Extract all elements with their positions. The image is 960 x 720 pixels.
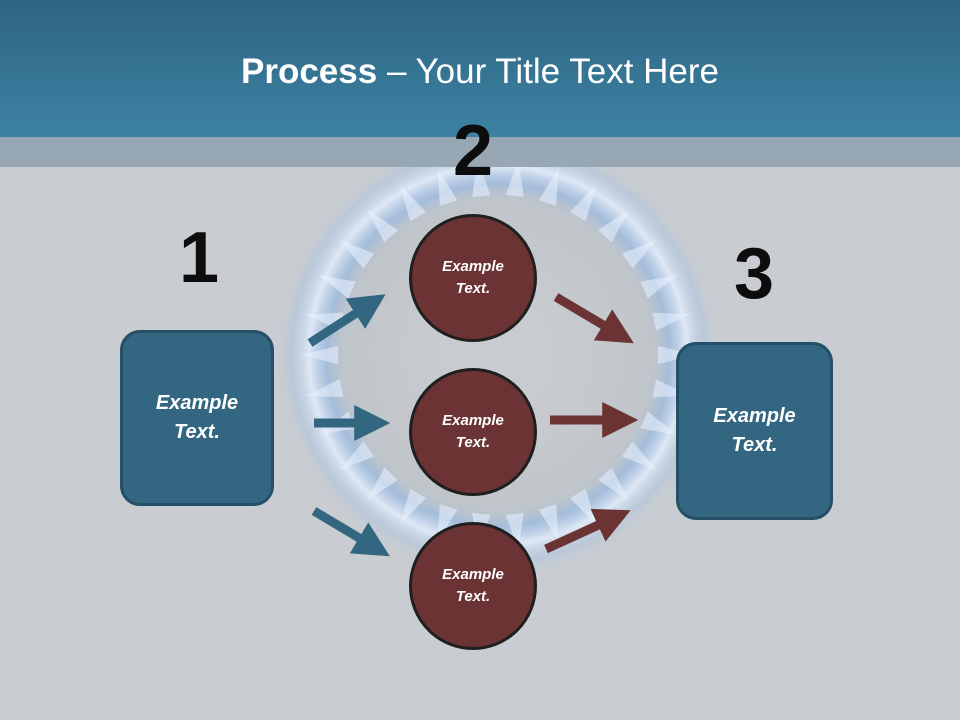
- flame-tooth: [366, 467, 398, 501]
- flame-tooth: [621, 441, 657, 471]
- circle-top-label: Example Text.: [442, 257, 504, 298]
- title-bar: [0, 0, 960, 137]
- flame-tooth: [505, 512, 524, 550]
- step-number-3: 3: [733, 234, 775, 314]
- flame-tooth: [538, 504, 559, 542]
- flame-tooth: [569, 488, 596, 525]
- title-bar-strip: [0, 137, 960, 167]
- title-bold: Process: [241, 52, 378, 91]
- step-number-1: 1: [178, 218, 220, 298]
- left-step-box[interactable]: Example Text.: [120, 330, 274, 506]
- flame-tooth: [400, 488, 427, 525]
- page-title: Process – Your Title Text Here: [0, 52, 960, 92]
- flame-tooth: [400, 185, 427, 222]
- flame-tooth: [306, 379, 344, 398]
- circle-bottom[interactable]: Example Text.: [409, 522, 537, 650]
- left-step-label: Example Text.: [155, 392, 239, 443]
- flame-tooth: [652, 312, 690, 331]
- flame-tooth: [598, 209, 630, 243]
- title-rest: – Your Title Text Here: [377, 52, 719, 91]
- flame-tooth: [302, 345, 339, 365]
- step-number-2: 2: [452, 111, 494, 191]
- flame-tooth: [472, 160, 491, 198]
- flame-tooth: [569, 185, 596, 222]
- right-step-box[interactable]: Example Text.: [676, 342, 833, 520]
- flame-tooth: [621, 239, 657, 269]
- flame-tooth: [598, 467, 630, 501]
- right-step-label: Example Text.: [713, 405, 796, 456]
- flame-tooth: [505, 160, 524, 198]
- flame-tooth: [437, 168, 458, 206]
- arrow-left-to-bottom: [311, 507, 390, 557]
- flame-tooth: [640, 411, 678, 435]
- arrow-left-to-top: [307, 294, 386, 347]
- flame-tooth: [366, 209, 398, 243]
- flame-tooth: [339, 441, 375, 471]
- flame-tooth: [657, 345, 694, 365]
- flame-tooth: [640, 275, 678, 299]
- arrow-top-to-right: [553, 293, 634, 344]
- circle-middle-label: Example Text.: [442, 411, 504, 452]
- flame-tooth: [339, 239, 375, 269]
- circle-top[interactable]: Example Text.: [409, 214, 537, 342]
- circle-middle[interactable]: Example Text.: [409, 368, 537, 496]
- arrow-bottom-to-right: [544, 508, 631, 554]
- circle-bottom-label: Example Text.: [442, 565, 504, 606]
- flame-tooth: [318, 275, 356, 299]
- flame-tooth: [538, 168, 559, 206]
